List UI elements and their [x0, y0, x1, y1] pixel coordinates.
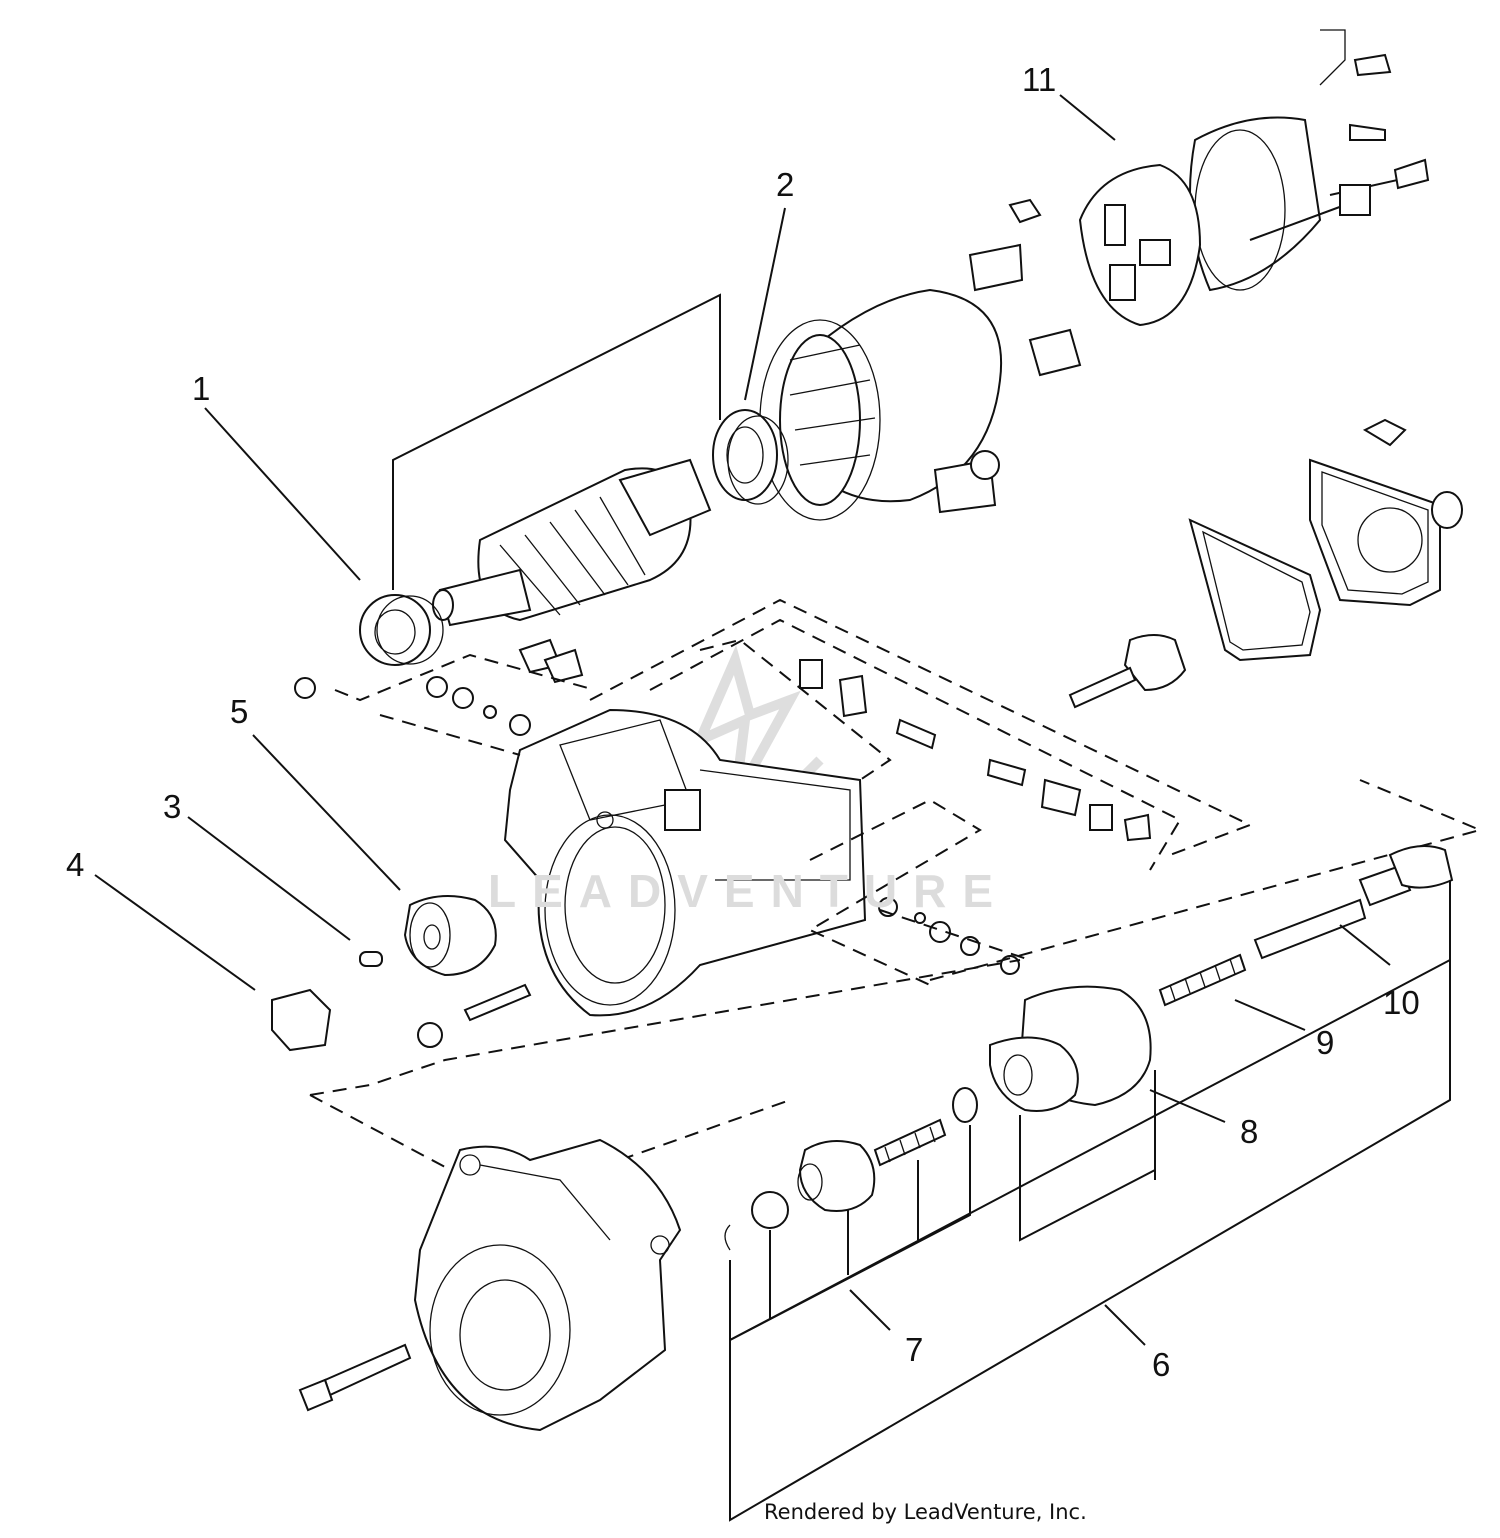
brush-end-frame [1008, 29, 1430, 327]
starter-housing [503, 708, 867, 1017]
render-credit: Rendered by LeadVenture, Inc. [764, 1500, 1087, 1524]
callout-7: 7 [905, 1331, 924, 1368]
callout-2: 2 [776, 166, 795, 203]
dashed-assembly-lines [309, 598, 1484, 1176]
drive-end-frame [413, 1138, 682, 1432]
armature [432, 458, 712, 627]
callout-5: 5 [230, 693, 249, 730]
through-bolt [298, 1343, 412, 1412]
bearing-2 [712, 409, 789, 505]
callout-1: 1 [192, 370, 211, 407]
left-small-spring [417, 983, 532, 1048]
armature-bracket-line [392, 293, 721, 590]
solenoid-gasket [1188, 518, 1322, 662]
field-yoke [759, 243, 1082, 521]
spring-9 [1158, 953, 1247, 1007]
watermark-text: LEADVENTURE [488, 865, 1010, 917]
leader-lines [94, 94, 1391, 1346]
pin-3 [359, 951, 383, 967]
cap-4 [271, 988, 332, 1052]
group-bracket-lines [729, 880, 1451, 1522]
overrunning-clutch-8 [989, 985, 1152, 1112]
callout-10: 10 [1383, 984, 1420, 1021]
callout-4: 4 [66, 846, 85, 883]
drive-parts-7 [724, 1087, 978, 1251]
callout-8: 8 [1240, 1113, 1259, 1150]
plunger [1068, 634, 1187, 709]
callout-6: 6 [1152, 1346, 1171, 1383]
shaft-10 [1253, 845, 1454, 960]
solenoid-cover [1309, 418, 1463, 607]
housing-small-parts [294, 638, 1152, 975]
callout-3: 3 [163, 788, 182, 825]
callout-9: 9 [1316, 1024, 1335, 1061]
pinion-5 [403, 895, 497, 977]
callout-11: 11 [1022, 61, 1057, 98]
bearing-1 [359, 594, 444, 666]
